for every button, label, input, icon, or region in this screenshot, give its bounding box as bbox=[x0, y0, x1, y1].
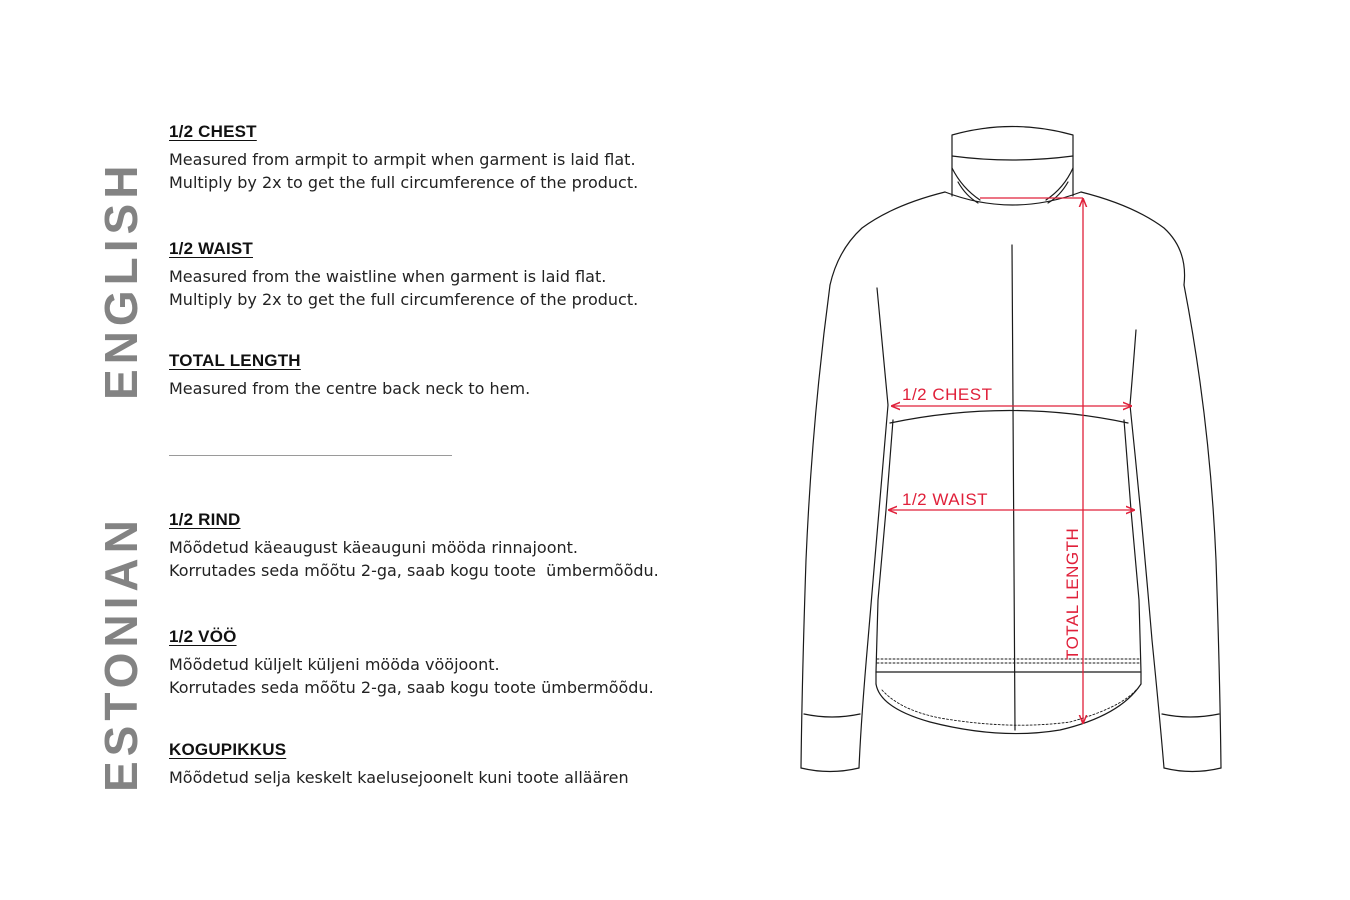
right-shoulder bbox=[1080, 191, 1186, 286]
estonian-waist-text: Mõõdetud küljelt küljeni mööda vööjoont.… bbox=[169, 655, 654, 697]
hem-curve bbox=[875, 683, 1142, 735]
right-body-side bbox=[1123, 419, 1142, 673]
collar-top-seam bbox=[951, 155, 1074, 161]
estonian-chest-section: 1/2 RIND Mõõdetud käeaugust käeauguni mö… bbox=[169, 510, 659, 582]
right-sleeve-inner bbox=[1129, 329, 1165, 769]
collar-inner-right bbox=[1047, 181, 1069, 204]
english-chest-section: 1/2 CHEST Measured from armpit to armpit… bbox=[169, 122, 638, 194]
english-waist-section: 1/2 WAIST Measured from the waistline wh… bbox=[169, 239, 638, 311]
left-sleeve-inner bbox=[858, 287, 889, 769]
garment-outline bbox=[800, 125, 1222, 773]
estonian-chest-text: Mõõdetud käeaugust käeauguni mööda rinna… bbox=[169, 538, 659, 580]
collar-fold-left bbox=[951, 167, 981, 201]
hem-stitch-top bbox=[876, 658, 1140, 664]
length-measure-label: TOTAL LENGTH bbox=[1063, 528, 1082, 660]
left-shoulder bbox=[829, 191, 946, 286]
hem-stitch-curve bbox=[881, 689, 1137, 726]
estonian-waist-title: 1/2 VÖÖ bbox=[169, 627, 237, 646]
waist-measure-label: 1/2 WAIST bbox=[902, 490, 988, 509]
estonian-length-text: Mõõdetud selja keskelt kaelusejoonelt ku… bbox=[169, 768, 629, 787]
left-sleeve-outer bbox=[800, 284, 831, 769]
collar bbox=[951, 125, 1074, 197]
estonian-length-title: KOGUPIKKUS bbox=[169, 740, 287, 759]
neck-seam bbox=[944, 191, 1082, 206]
measurement-lines bbox=[889, 197, 1134, 723]
estonian-length-section: KOGUPIKKUS Mõõdetud selja keskelt kaelus… bbox=[169, 740, 629, 789]
collar-fold-right bbox=[1045, 167, 1074, 201]
language-divider bbox=[169, 455, 452, 456]
left-cuff bbox=[800, 713, 861, 773]
chest-measure-label: 1/2 CHEST bbox=[902, 385, 992, 404]
english-chest-title: 1/2 CHEST bbox=[169, 122, 257, 141]
hem-band bbox=[875, 671, 1142, 685]
left-body-side bbox=[875, 419, 894, 673]
estonian-waist-section: 1/2 VÖÖ Mõõdetud küljelt küljeni mööda v… bbox=[169, 627, 654, 699]
english-length-section: TOTAL LENGTH Measured from the centre ba… bbox=[169, 351, 530, 400]
english-waist-text: Measured from the waistline when garment… bbox=[169, 267, 639, 309]
right-cuff bbox=[1161, 713, 1222, 773]
estonian-chest-title: 1/2 RIND bbox=[169, 510, 241, 529]
chest-seam bbox=[889, 409, 1129, 424]
center-front-line bbox=[1011, 244, 1016, 731]
english-chest-text: Measured from armpit to armpit when garm… bbox=[169, 150, 639, 192]
english-length-title: TOTAL LENGTH bbox=[169, 351, 301, 370]
english-length-text: Measured from the centre back neck to he… bbox=[169, 379, 531, 398]
english-waist-title: 1/2 WAIST bbox=[169, 239, 253, 258]
right-sleeve-outer bbox=[1183, 284, 1222, 769]
